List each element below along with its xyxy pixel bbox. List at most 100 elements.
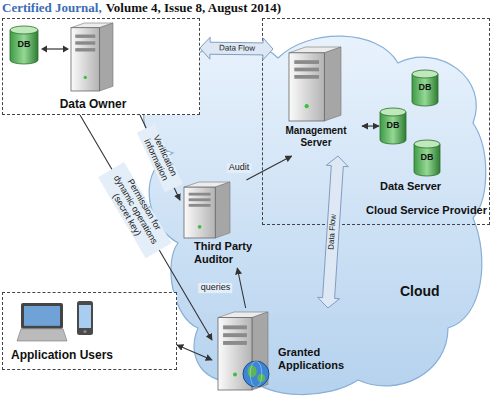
text-holder: Management Server — [273, 125, 359, 148]
laptop-lid — [21, 303, 63, 329]
cylinder-top — [10, 26, 38, 34]
server-side — [100, 23, 113, 91]
arrow-shaft — [45, 48, 65, 49]
cylinder-body — [414, 144, 440, 176]
data-flow-arrow — [318, 156, 349, 308]
drive-bay — [189, 193, 211, 196]
text-holder: Cloud Service Provider — [353, 204, 487, 217]
server-front — [71, 28, 100, 91]
management-server-icon — [289, 47, 341, 121]
data-owner-server — [71, 23, 113, 91]
node-label: Cloud Service Provider — [353, 204, 487, 217]
database-cylinder: DB — [9, 25, 42, 65]
auditor-server: Third Party Auditor — [180, 180, 263, 268]
database-cylinder-shape — [10, 26, 38, 64]
node-label: Cloud — [400, 283, 460, 299]
drive-bay — [75, 35, 95, 38]
node-label: DB — [9, 39, 39, 49]
node-label: Third Party Auditor — [194, 240, 260, 265]
drive-bay — [223, 341, 247, 345]
node-label: Data Owner — [48, 98, 138, 112]
laptop-base — [17, 329, 67, 341]
text-holder: Audit — [227, 163, 252, 173]
edge-label: queries — [199, 283, 233, 293]
data-flow-arrow — [200, 37, 273, 60]
application-server-icon — [218, 312, 268, 390]
power-led — [305, 104, 309, 108]
database-cylinder: DB — [411, 69, 442, 107]
cylinder-top — [412, 70, 438, 78]
arrow-head — [63, 46, 69, 53]
cylinder-body — [412, 74, 438, 106]
phone-body — [77, 301, 93, 335]
auditor-server-icon — [184, 182, 230, 238]
database-cylinder-shape — [414, 140, 440, 176]
text-holder: Granted Applications — [278, 346, 347, 371]
arrow-head — [41, 46, 47, 53]
text-holder: Data Flow — [216, 44, 256, 53]
text-holder: Cloud — [400, 283, 460, 299]
server-side — [215, 182, 230, 238]
text-holder: Certified Journal, — [2, 1, 102, 16]
text-holder: queries — [199, 283, 233, 293]
drive-bay — [189, 204, 211, 207]
node-label: Management Server — [273, 125, 359, 148]
data-owner-region: DB Data Owner — [2, 18, 200, 115]
node-label: DB — [411, 82, 439, 92]
node-label: Application Users — [11, 349, 161, 363]
drive-bay — [75, 41, 95, 44]
database-cylinder-shape — [380, 108, 406, 144]
laptop-icon — [17, 303, 67, 341]
globe-icon — [243, 361, 269, 387]
text-holder: Data Owner — [48, 98, 138, 112]
application-server: Granted Applications — [212, 308, 350, 398]
server-side — [324, 47, 341, 121]
text-holder: DB — [411, 82, 439, 92]
journal-issue: Volume 4, Issue 8, August 2014) — [106, 1, 281, 16]
text-holder: DB — [413, 152, 441, 162]
node-label: DB — [413, 152, 441, 162]
globe — [243, 361, 269, 387]
node-label: Granted Applications — [278, 346, 347, 371]
laptop-screen — [24, 306, 60, 326]
sync-arrow — [41, 46, 69, 53]
management-server: Management Server — [273, 41, 362, 156]
server-front — [184, 187, 215, 238]
drive-bay — [223, 325, 247, 329]
text-holder: DB — [9, 39, 39, 49]
drive-bay — [189, 198, 211, 201]
connector — [362, 125, 379, 126]
power-led — [233, 372, 237, 376]
users-region: Application Users — [2, 292, 177, 370]
phone-icon — [77, 301, 93, 335]
phone-button — [83, 330, 86, 333]
server-front — [289, 53, 324, 121]
edge-label: Audit — [227, 163, 252, 173]
text-holder: Data Server — [380, 180, 441, 193]
edge-label: Data Flow — [216, 44, 256, 53]
database-cylinder: DB — [379, 107, 410, 145]
drive-bay — [294, 60, 319, 64]
text-holder: Volume 4, Issue 8, August 2014) — [106, 1, 281, 16]
node-label: DB — [379, 120, 407, 130]
database-cylinder: DB — [413, 139, 444, 177]
provider-region: Management ServerDBDBDBCloud Service Pro… — [262, 18, 490, 225]
drive-bay — [294, 68, 319, 72]
meridian — [250, 361, 262, 387]
power-led — [84, 76, 87, 79]
text-holder: Third Party Auditor — [194, 240, 260, 265]
drive-bay — [75, 48, 95, 51]
cylinder-body — [380, 112, 406, 144]
continent — [248, 366, 257, 378]
text-holder: Application Users — [11, 349, 161, 363]
connector — [80, 115, 212, 340]
phone-screen — [79, 305, 91, 328]
journal-name: Certified Journal, — [2, 1, 102, 16]
part-name: Data Server — [380, 180, 441, 193]
cylinder-top — [414, 140, 440, 148]
cylinder-top — [380, 108, 406, 116]
drive-bay — [223, 333, 247, 337]
connector — [177, 345, 212, 360]
